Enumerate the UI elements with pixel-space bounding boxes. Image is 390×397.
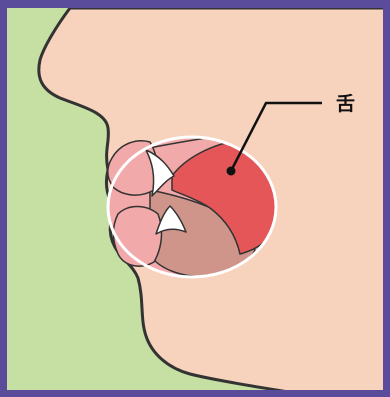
tongue-label: 舌 [336,92,355,115]
tongue-marker-dot [227,167,236,176]
diagram-frame-top-band [0,0,390,8]
lower-lip [114,207,162,267]
